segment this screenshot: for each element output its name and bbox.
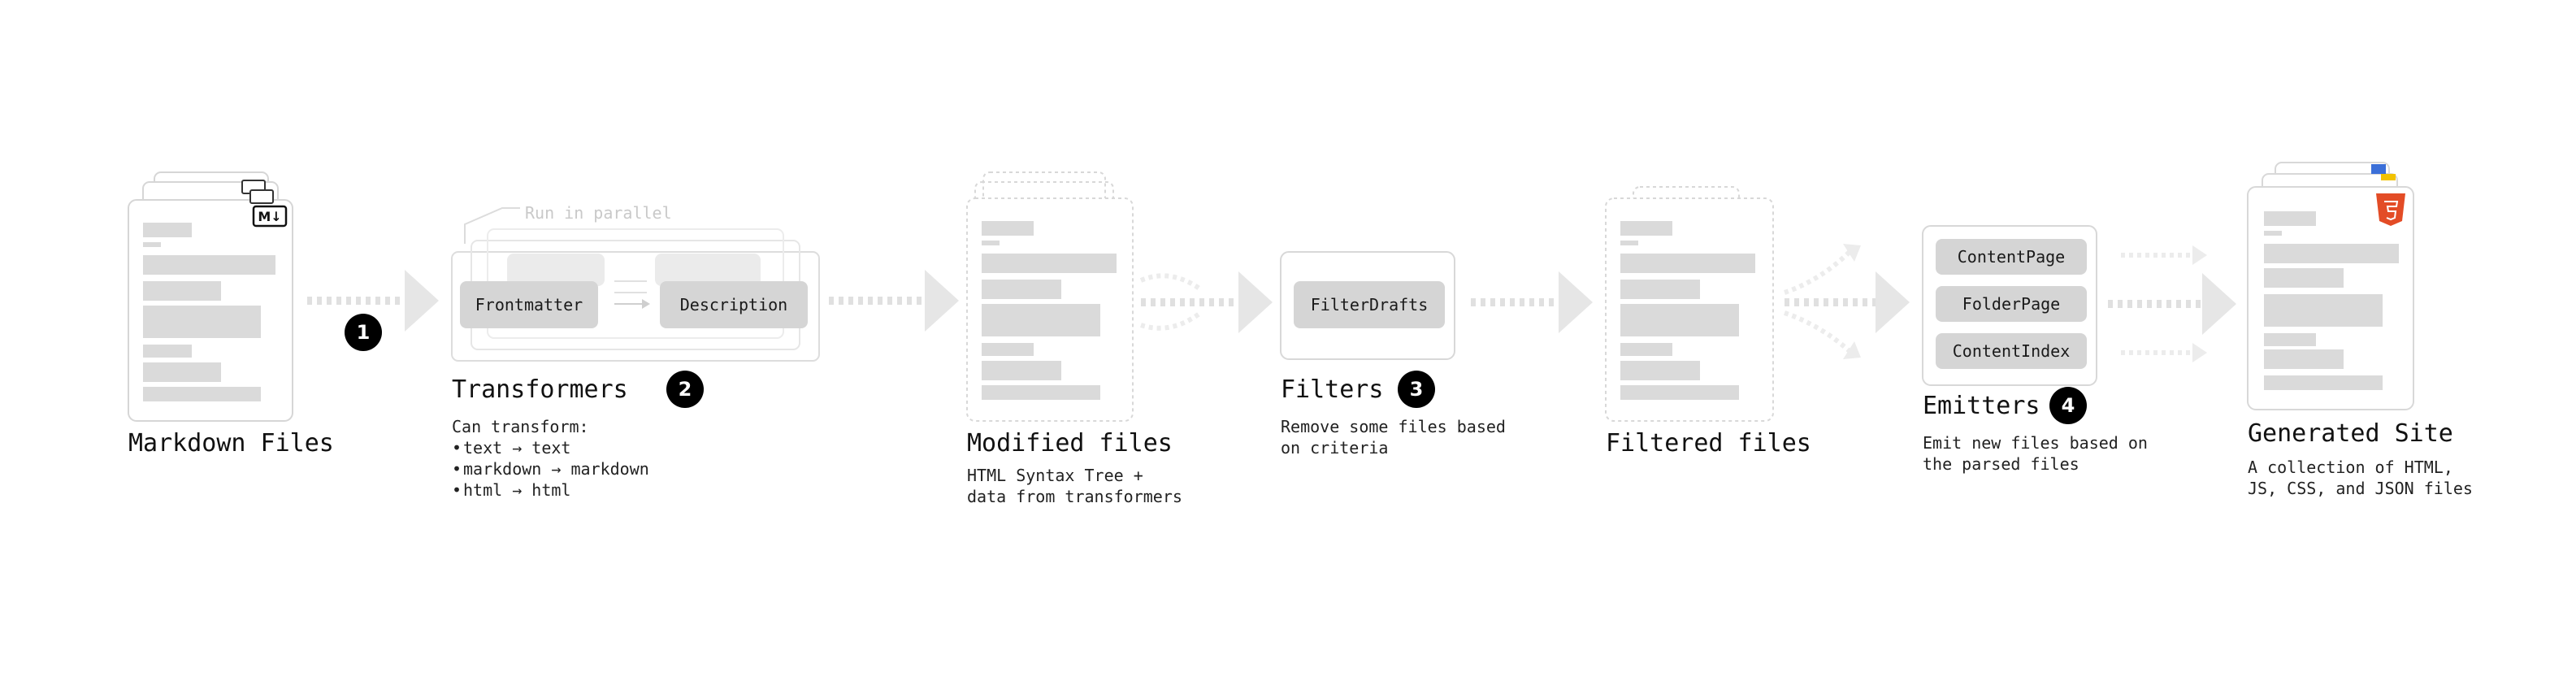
- arrow-transformers-to-modified: [829, 270, 959, 332]
- markdown-files-stack: M↓: [128, 171, 293, 422]
- contentindex-plugin: ContentIndex: [1936, 333, 2087, 369]
- desc-line: Emit new files based on: [1923, 433, 2148, 453]
- modified-files-stack: [966, 171, 1134, 422]
- markdown-icon: M↓: [241, 180, 288, 228]
- step-4-badge: 4: [2049, 387, 2087, 424]
- desc-line: Remove some files based: [1281, 417, 1506, 436]
- transformers-description: Can transform: text → text markdown → ma…: [452, 416, 649, 501]
- arrow-emitters-to-site: [2108, 245, 2236, 362]
- contentpage-plugin: ContentPage: [1936, 239, 2087, 275]
- step-3-badge: 3: [1398, 371, 1435, 408]
- description-plugin: Description: [660, 281, 808, 328]
- filterdrafts-plugin: FilterDrafts: [1294, 281, 1445, 328]
- arrow-filters-to-filtered: [1471, 271, 1593, 333]
- emitters-description: Emit new files based on the parsed files: [1923, 432, 2148, 475]
- transformers-title: Transformers: [452, 375, 628, 404]
- arrow-markdown-to-transformers: [307, 270, 439, 332]
- desc-line: JS, CSS, and JSON files: [2248, 479, 2473, 498]
- run-in-parallel-note: Run in parallel: [525, 203, 672, 223]
- arrow-modified-to-filters: [1139, 271, 1273, 333]
- modified-files-title: Modified files: [967, 429, 1173, 458]
- desc-line: A collection of HTML,: [2248, 458, 2453, 477]
- svg-text:M↓: M↓: [258, 209, 281, 224]
- step-2-badge: 2: [666, 371, 704, 408]
- frontmatter-plugin: Frontmatter: [460, 281, 598, 328]
- filtered-files-stack: [1605, 186, 1774, 422]
- generated-site-stack: [2247, 162, 2414, 410]
- javascript-icon: [2371, 164, 2386, 174]
- html5-icon: [2376, 174, 2405, 226]
- desc-line: HTML Syntax Tree +: [967, 466, 1143, 485]
- filters-description: Remove some files based on criteria: [1281, 416, 1506, 458]
- transform-item: html → html: [452, 479, 649, 501]
- desc-line: the parsed files: [1923, 454, 2079, 474]
- arrow-filtered-to-emitters: [1784, 244, 1910, 359]
- filters-title: Filters: [1281, 375, 1384, 404]
- folderpage-plugin: FolderPage: [1936, 286, 2087, 322]
- transform-item: text → text: [452, 437, 649, 458]
- emitters-title: Emitters: [1923, 392, 2040, 420]
- generated-site-description: A collection of HTML, JS, CSS, and JSON …: [2248, 457, 2473, 499]
- desc-line: on criteria: [1281, 438, 1389, 458]
- markdown-files-title: Markdown Files: [128, 429, 334, 458]
- generated-site-title: Generated Site: [2248, 419, 2453, 448]
- step-1-badge: 1: [345, 314, 382, 351]
- filtered-files-title: Filtered files: [1606, 429, 1811, 458]
- desc-line: data from transformers: [967, 487, 1182, 506]
- transformers-desc-heading: Can transform:: [452, 417, 589, 436]
- modified-files-description: HTML Syntax Tree + data from transformer…: [967, 465, 1182, 507]
- transform-item: markdown → markdown: [452, 458, 649, 479]
